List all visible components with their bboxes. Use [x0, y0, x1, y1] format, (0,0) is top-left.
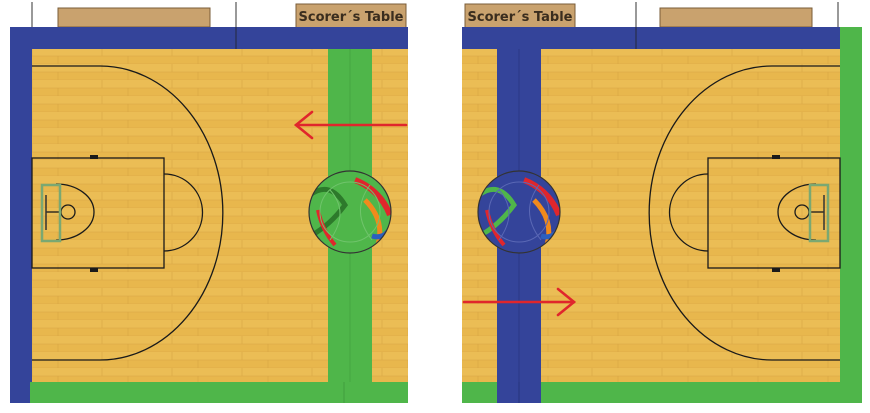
right-half-court: Scorer´s Table	[462, 2, 862, 403]
green-bottom-band-right-main	[541, 382, 862, 403]
bench-right	[659, 7, 813, 28]
arrow-left-icon	[293, 110, 408, 140]
scorer-table-left	[295, 3, 407, 29]
green-bottom-band-right	[462, 382, 497, 403]
arrow-right-icon	[462, 287, 577, 317]
lane-marks-right	[772, 155, 780, 272]
backboard-right	[808, 183, 830, 243]
scorer-table-left-label: Scorer´s Table	[299, 10, 404, 25]
blue-top-band-right	[462, 27, 840, 49]
basketball-logo-icon	[478, 171, 560, 253]
lane-marks-left	[90, 155, 98, 272]
green-side-band-right	[840, 27, 862, 403]
green-bottom-band-left	[30, 382, 408, 403]
scorer-table-right-label: Scorer´s Table	[468, 10, 573, 25]
blue-side-band-left	[10, 27, 32, 403]
bench-left	[57, 7, 211, 28]
blue-top-band-left	[10, 27, 408, 49]
left-half-court: Scorer´s Table	[10, 2, 408, 403]
backboard-left	[40, 183, 62, 243]
